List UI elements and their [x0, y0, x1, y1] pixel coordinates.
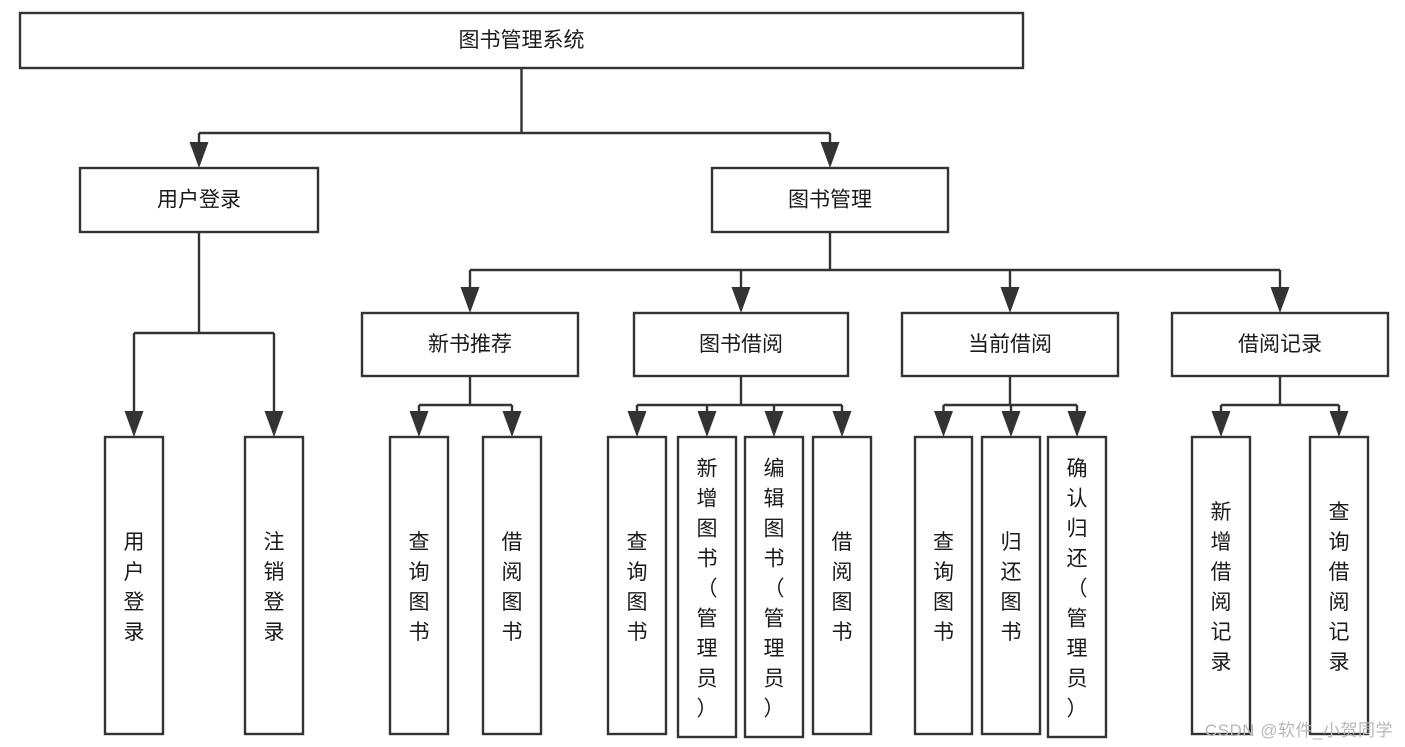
- arrow-head-icon: [1270, 287, 1290, 313]
- arrow-head-icon: [697, 411, 717, 437]
- node-leaf_confirm_return_admin[interactable]: 确认归还（管理员）: [1046, 435, 1108, 739]
- node-label: 查询借阅记录: [1329, 501, 1350, 674]
- node-label: 借阅图书: [502, 531, 523, 644]
- arrow-head-icon: [1329, 411, 1349, 437]
- node-label: 新书推荐: [428, 333, 512, 356]
- node-leaf_query_book_c[interactable]: 查询图书: [913, 435, 974, 736]
- node-label: 借阅图书: [832, 531, 853, 644]
- arrow-head-icon: [1000, 287, 1020, 313]
- node-box[interactable]: [913, 435, 974, 736]
- node-box[interactable]: [1190, 435, 1252, 736]
- node-leaf_query_book_rec[interactable]: 查询图书: [388, 435, 450, 736]
- node-box[interactable]: [632, 311, 850, 378]
- node-box[interactable]: [18, 11, 1025, 70]
- arrow-head-icon: [1211, 411, 1231, 437]
- connector-layer: [124, 68, 1349, 437]
- connector-group-book_mgmt: [460, 232, 1290, 313]
- node-label: 归还图书: [1001, 531, 1022, 644]
- connector-group-root: [189, 68, 840, 168]
- node-label: 用户登录: [157, 189, 241, 212]
- arrow-head-icon: [934, 411, 953, 437]
- node-book_mgmt[interactable]: 图书管理: [710, 166, 950, 234]
- node-box[interactable]: [676, 435, 738, 739]
- node-box[interactable]: [103, 435, 165, 736]
- node-box[interactable]: [743, 435, 805, 739]
- arrow-head-icon: [1067, 411, 1087, 437]
- connector-group-user_login: [124, 232, 284, 437]
- node-layer: 图书管理系统用户登录图书管理新书推荐图书借阅当前借阅借阅记录用户登录注销登录查询…: [18, 11, 1390, 739]
- connector-group-new_book_rec: [409, 376, 522, 437]
- node-label: 新增借阅记录: [1211, 501, 1232, 674]
- node-label: 图书借阅: [699, 333, 783, 356]
- node-label: 查询图书: [409, 531, 430, 644]
- node-box[interactable]: [606, 435, 668, 736]
- node-leaf_borrow_book_b[interactable]: 借阅图书: [811, 435, 873, 736]
- arrow-head-icon: [731, 287, 751, 313]
- arrow-head-icon: [820, 142, 840, 168]
- node-leaf_return_book[interactable]: 归还图书: [980, 435, 1042, 736]
- node-label: 用户登录: [124, 531, 145, 644]
- node-leaf_query_book_b[interactable]: 查询图书: [606, 435, 668, 736]
- node-box[interactable]: [710, 166, 950, 234]
- node-label: 借阅记录: [1238, 333, 1322, 356]
- node-box[interactable]: [78, 166, 320, 234]
- node-label: 注销登录: [264, 531, 285, 644]
- node-box[interactable]: [1170, 311, 1390, 378]
- node-box[interactable]: [388, 435, 450, 736]
- connector-group-book_borrow: [627, 376, 852, 437]
- node-label: 当前借阅: [968, 333, 1052, 356]
- node-box[interactable]: [243, 435, 305, 736]
- arrow-head-icon: [627, 411, 647, 437]
- node-box[interactable]: [980, 435, 1042, 736]
- node-box[interactable]: [1046, 435, 1108, 739]
- arrow-head-icon: [502, 411, 522, 437]
- node-box[interactable]: [360, 311, 580, 378]
- node-label: 查询图书: [627, 531, 648, 644]
- node-box[interactable]: [1308, 435, 1370, 736]
- node-label: 图书管理: [788, 189, 872, 212]
- node-label: 新增图书（管理员）: [697, 457, 718, 720]
- node-label: 确认归还（管理员）: [1067, 457, 1088, 720]
- arrow-head-icon: [832, 411, 852, 437]
- node-leaf_borrow_book_rec[interactable]: 借阅图书: [481, 435, 543, 736]
- node-leaf_edit_book_admin[interactable]: 编辑图书（管理员）: [743, 435, 805, 739]
- node-borrow_record[interactable]: 借阅记录: [1170, 311, 1390, 378]
- connector-group-current_borrow: [934, 376, 1087, 437]
- arrow-head-icon: [124, 411, 144, 437]
- node-label: 查询图书: [933, 531, 954, 644]
- node-leaf_user_logout[interactable]: 注销登录: [243, 435, 305, 736]
- arrow-head-icon: [409, 411, 429, 437]
- node-leaf_query_borrow_record[interactable]: 查询借阅记录: [1308, 435, 1370, 736]
- node-label: 编辑图书（管理员）: [764, 457, 785, 720]
- node-new_book_rec[interactable]: 新书推荐: [360, 311, 580, 378]
- node-current_borrow[interactable]: 当前借阅: [900, 311, 1120, 378]
- node-leaf_add_book_admin[interactable]: 新增图书（管理员）: [676, 435, 738, 739]
- node-leaf_user_login[interactable]: 用户登录: [103, 435, 165, 736]
- node-box[interactable]: [811, 435, 873, 736]
- arrow-head-icon: [1001, 411, 1021, 437]
- arrow-head-icon: [189, 142, 209, 168]
- arrow-head-icon: [764, 411, 784, 437]
- node-root[interactable]: 图书管理系统: [18, 11, 1025, 70]
- connector-group-borrow_record: [1211, 376, 1349, 437]
- node-box[interactable]: [481, 435, 543, 736]
- node-user_login[interactable]: 用户登录: [78, 166, 320, 234]
- node-book_borrow[interactable]: 图书借阅: [632, 311, 850, 378]
- arrow-head-icon: [460, 287, 480, 313]
- node-box[interactable]: [900, 311, 1120, 378]
- arrow-head-icon: [264, 411, 284, 437]
- node-leaf_add_borrow_record[interactable]: 新增借阅记录: [1190, 435, 1252, 736]
- csdn-watermark: CSDN @软件_小贺同学: [1204, 721, 1393, 740]
- node-label: 图书管理系统: [459, 29, 585, 52]
